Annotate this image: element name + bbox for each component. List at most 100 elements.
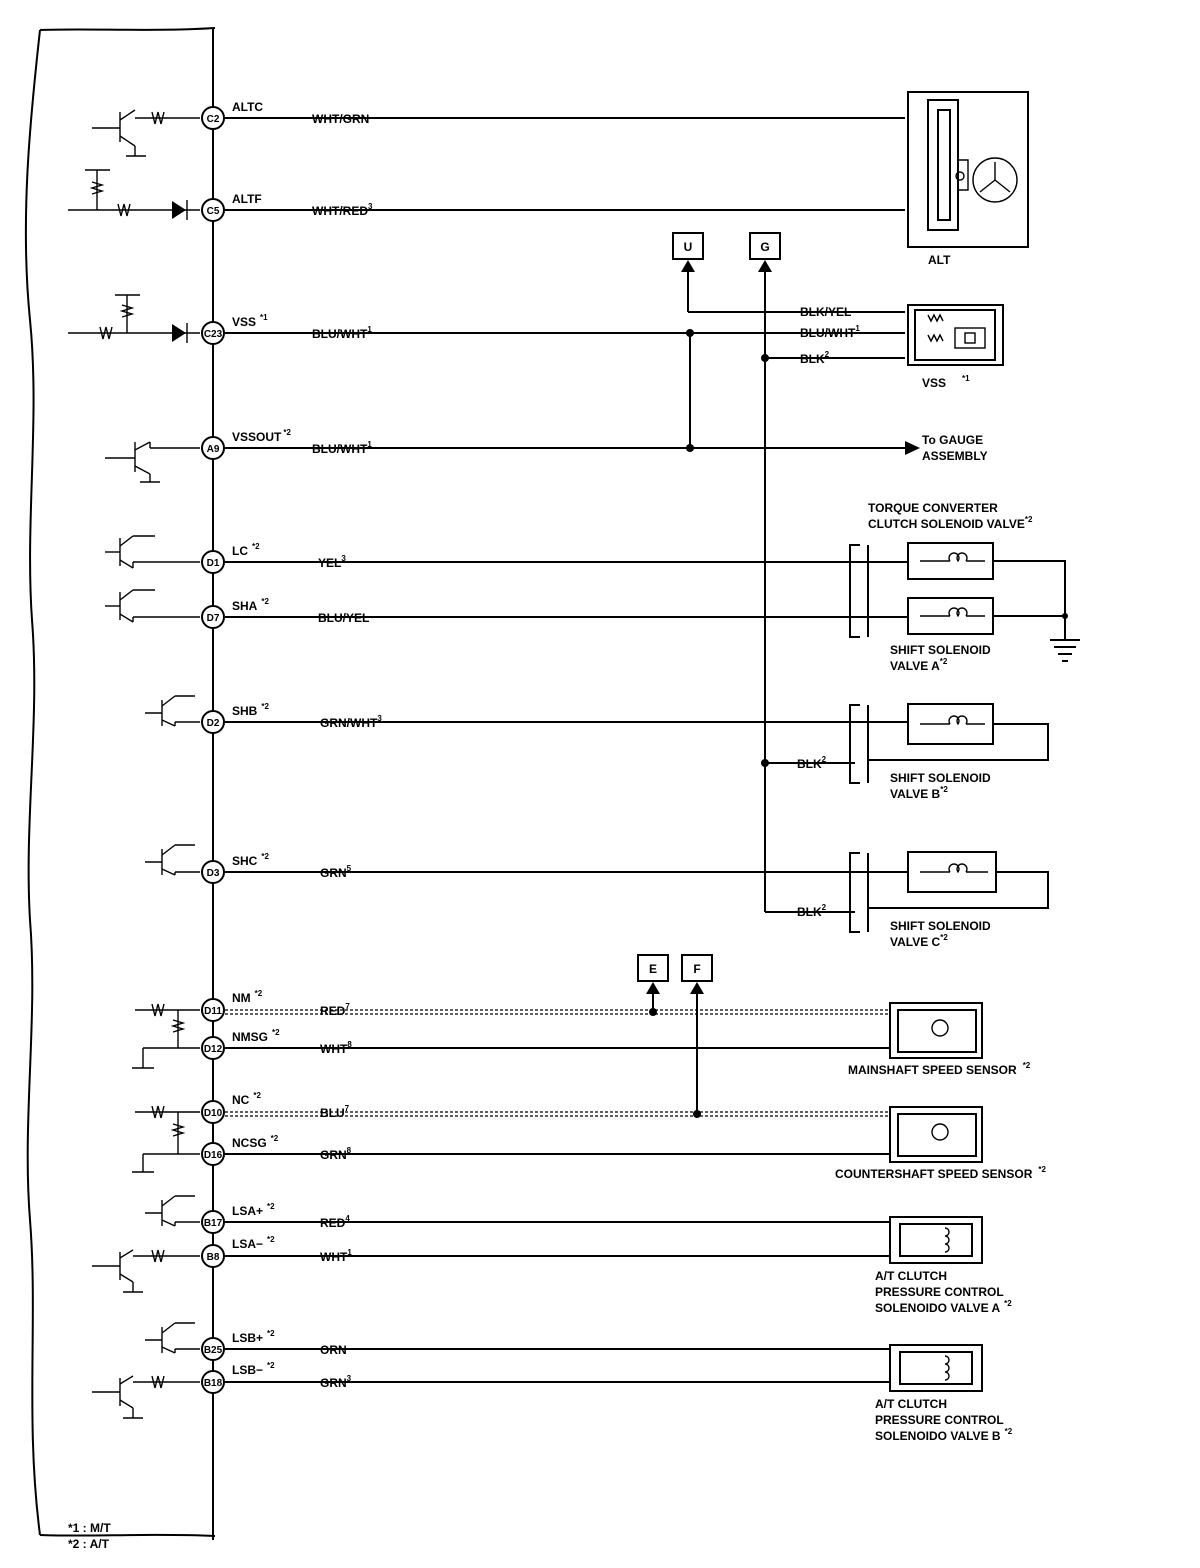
shift-solenoid-b: BLK2 SHIFT SOLENOID VALVE B*2 <box>797 703 1049 801</box>
wire-color: BLK2 <box>800 350 830 366</box>
wire-color: WHT1 <box>320 1248 352 1264</box>
shift-solenoid-c: BLK2 SHIFT SOLENOID VALVE C*2 <box>797 851 1049 949</box>
svg-text:VALVE B*2: VALVE B*2 <box>890 785 948 801</box>
pressure-control-valve-a: A/T CLUTCH PRESSURE CONTROL SOLENOIDO VA… <box>875 1216 1012 1315</box>
pin-name: SHC*2 <box>232 852 269 868</box>
wire-color: GRN8 <box>320 1146 352 1162</box>
ecm-pin-d1: D1 <box>201 550 225 574</box>
pin-name: NM*2 <box>232 989 263 1005</box>
pin-name: NMSG*2 <box>232 1028 280 1044</box>
ecm-pin-d11: D11 <box>201 998 225 1022</box>
ecm-pin-d7: D7 <box>201 605 225 629</box>
wire-color: YEL3 <box>318 554 346 570</box>
transistor-icon <box>145 844 200 876</box>
transistor-icon <box>92 1249 200 1293</box>
ecm-pin-c23: C23 <box>201 321 225 345</box>
svg-text:MAINSHAFT SPEED SENSOR*2: MAINSHAFT SPEED SENSOR*2 <box>848 1061 1031 1077</box>
svg-text:BLK2: BLK2 <box>797 903 827 919</box>
transistor-icon <box>105 441 200 483</box>
svg-text:CLUTCH SOLENOID VALVE*2: CLUTCH SOLENOID VALVE*2 <box>868 515 1033 531</box>
pin-id: D12 <box>204 1044 223 1055</box>
pin-name: NCSG*2 <box>232 1134 279 1150</box>
ecm-pin-d12: D12 <box>201 1036 225 1060</box>
vehicle-speed-sensor: VSS *1 <box>907 304 1004 390</box>
pin-id: B25 <box>204 1345 223 1356</box>
pin-id: B17 <box>204 1218 223 1229</box>
diode-icon <box>68 294 200 343</box>
pin-name: VSS*1 <box>232 313 268 329</box>
ecm-pin-b8: B8 <box>201 1244 225 1268</box>
pin-id: D10 <box>204 1108 223 1119</box>
pin-name: SHA*2 <box>232 597 269 613</box>
ecm-pin-c2: C2 <box>201 106 225 130</box>
svg-text:A/T CLUTCH: A/T CLUTCH <box>875 1269 947 1283</box>
transistor-icon <box>105 535 200 569</box>
svg-text:E: E <box>649 962 657 976</box>
pin-id: C2 <box>207 114 220 125</box>
transistor-icon <box>145 1195 200 1227</box>
sensor-input-circuit <box>132 1003 200 1069</box>
diode-icon <box>68 169 200 220</box>
transistor-icon <box>105 589 200 623</box>
svg-text:To GAUGE: To GAUGE <box>922 433 983 447</box>
ecm-internal-circuits <box>68 109 200 1419</box>
pin-name: LSA+*2 <box>232 1202 275 1218</box>
pin-id: D2 <box>207 718 220 729</box>
svg-text:BLK2: BLK2 <box>797 755 827 771</box>
pin-name: LSA−*2 <box>232 1235 275 1251</box>
pin-id: D1 <box>207 558 220 569</box>
footnote-legend: *1 : M/T *2 : A/T <box>68 1521 111 1551</box>
pin-name: LC*2 <box>232 542 260 558</box>
connector-f: F <box>681 954 713 982</box>
svg-text:SOLENOIDO VALVE A*2: SOLENOIDO VALVE A*2 <box>875 1299 1012 1315</box>
svg-text:U: U <box>684 240 693 254</box>
svg-text:SHIFT SOLENOID: SHIFT SOLENOID <box>890 771 991 785</box>
svg-text:SOLENOIDO VALVE B*2: SOLENOIDO VALVE B*2 <box>875 1427 1013 1443</box>
ecm-pin-b18: B18 <box>201 1370 225 1394</box>
ecm-pin-d2: D2 <box>201 710 225 734</box>
svg-text:*2 : A/T: *2 : A/T <box>68 1537 110 1551</box>
transistor-icon <box>145 695 200 727</box>
pin-name: NC*2 <box>232 1091 261 1107</box>
wires <box>225 117 920 1383</box>
mainshaft-speed-sensor: MAINSHAFT SPEED SENSOR*2 <box>848 1002 1031 1077</box>
svg-text:*1: *1 <box>962 374 970 383</box>
pin-id: C5 <box>207 206 220 217</box>
svg-text:F: F <box>693 962 700 976</box>
ecm-pin-d3: D3 <box>201 860 225 884</box>
gauge-assembly-label: To GAUGE ASSEMBLY <box>922 433 988 463</box>
wire-color: BLU/WHT1 <box>312 440 372 456</box>
wire-color: BLU/YEL <box>318 611 369 625</box>
svg-text:ASSEMBLY: ASSEMBLY <box>922 449 988 463</box>
wire-color: GRN/WHT3 <box>320 714 382 730</box>
svg-text:VALVE C*2: VALVE C*2 <box>890 933 948 949</box>
pin-name: LSB+*2 <box>232 1329 275 1345</box>
countershaft-speed-sensor: COUNTERSHAFT SPEED SENSOR*2 <box>835 1106 1046 1181</box>
connector-e: E <box>637 954 669 982</box>
wire-color: WHT/GRN <box>312 112 369 126</box>
solenoid-block-a: TORQUE CONVERTER CLUTCH SOLENOID VALVE*2… <box>849 501 1080 673</box>
pin-name: ALTC <box>232 100 263 114</box>
alternator: ALT <box>907 91 1029 267</box>
ecm-pin-d16: D16 <box>201 1142 225 1166</box>
pin-id: D16 <box>204 1150 223 1161</box>
svg-text:*1 : M/T: *1 : M/T <box>68 1521 111 1535</box>
svg-text:COUNTERSHAFT SPEED SENSOR*2: COUNTERSHAFT SPEED SENSOR*2 <box>835 1165 1046 1181</box>
svg-text:TORQUE CONVERTER: TORQUE CONVERTER <box>868 501 998 515</box>
wire-color: BLK/YEL <box>800 305 851 319</box>
pin-labels: ALTC WHT/GRN ALTF WHT/RED3 VSS*1 BLU/WHT… <box>232 100 382 1390</box>
connector-u: U <box>672 232 704 260</box>
transistor-icon <box>92 1375 200 1419</box>
pin-id: B8 <box>207 1252 220 1263</box>
wire-color: BLU/WHT1 <box>800 324 860 340</box>
wire-color: BLU7 <box>320 1104 350 1120</box>
svg-text:SHIFT SOLENOID: SHIFT SOLENOID <box>890 919 991 933</box>
transistor-icon <box>92 109 200 157</box>
ecm-pin-a9: A9 <box>201 436 225 460</box>
svg-text:VSS: VSS <box>922 376 946 390</box>
ecm-pin-b25: B25 <box>201 1337 225 1361</box>
sensor-input-circuit <box>132 1105 200 1173</box>
pin-id: D3 <box>207 868 220 879</box>
wire-color: GRN3 <box>320 1374 352 1390</box>
